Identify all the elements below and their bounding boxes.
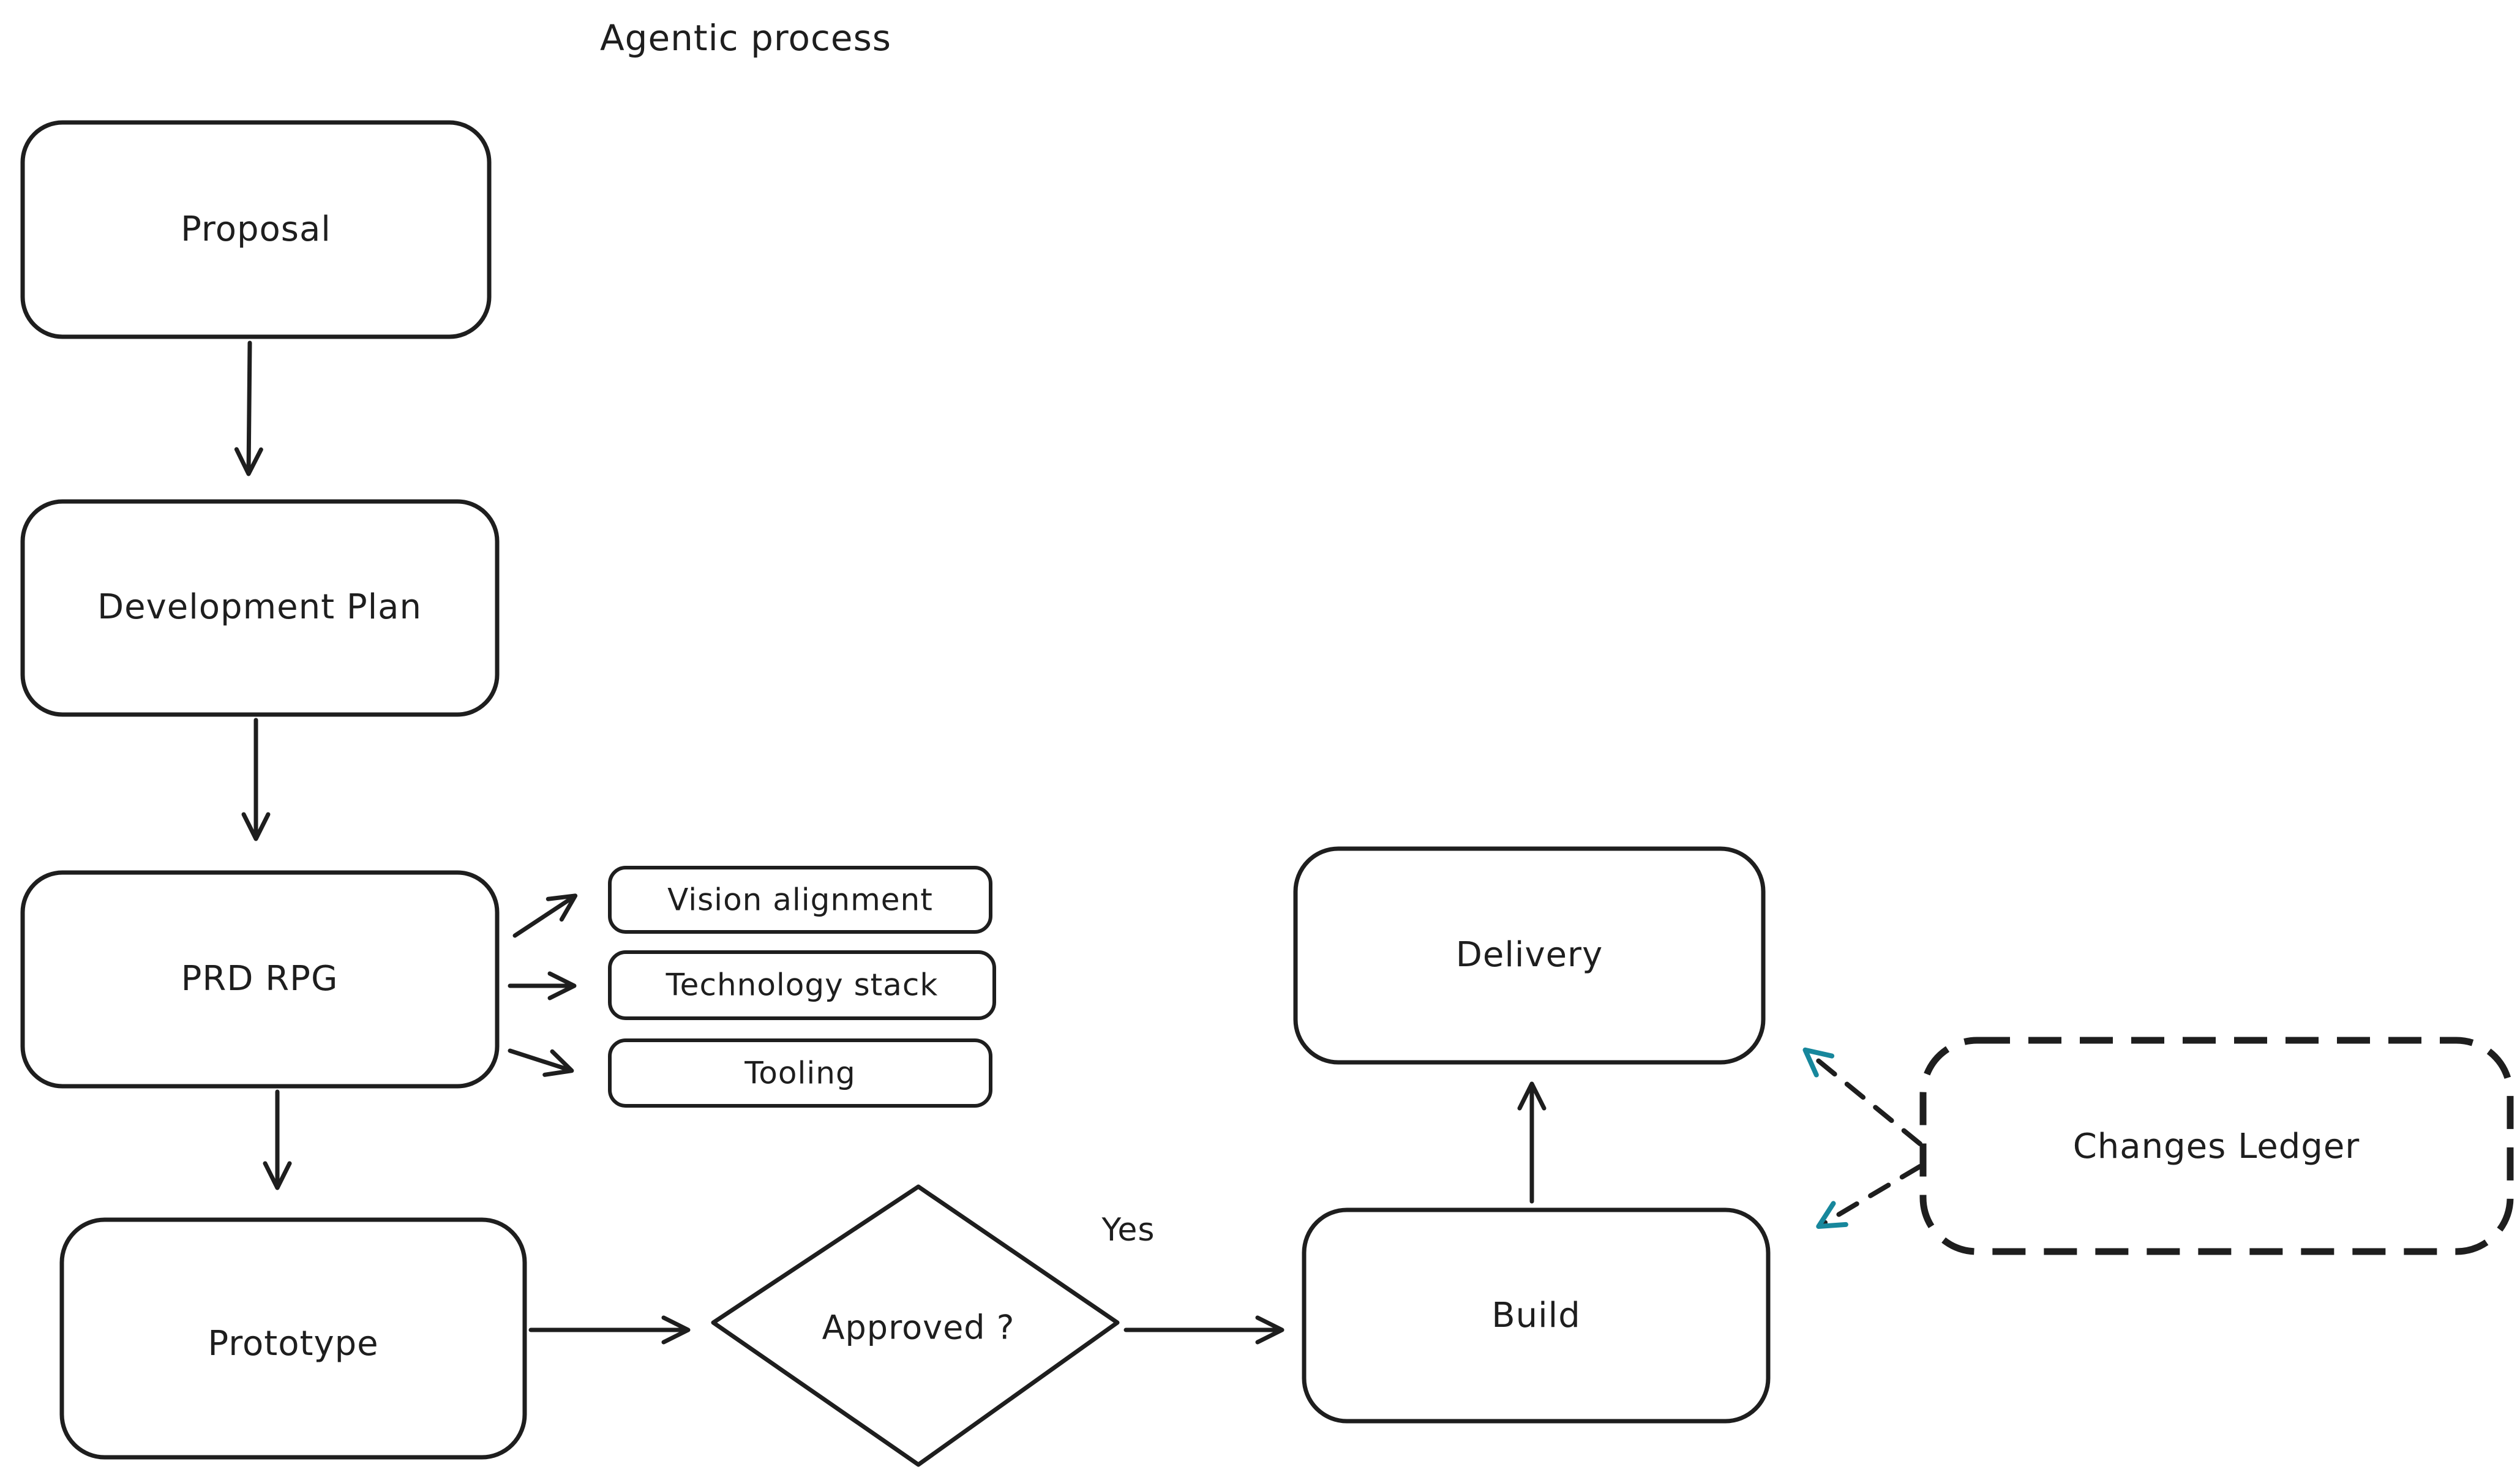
node-proposal[interactable]: Proposal bbox=[20, 120, 492, 339]
tooling-label: Tooling bbox=[744, 1056, 855, 1091]
node-changes-ledger[interactable]: Changes Ledger bbox=[1919, 1037, 2514, 1255]
diagram-title: Agentic process bbox=[600, 17, 891, 59]
node-approved[interactable]: Approved ? bbox=[711, 1184, 1120, 1467]
node-delivery[interactable]: Delivery bbox=[1293, 846, 1766, 1065]
build-box[interactable] bbox=[1302, 1207, 1771, 1424]
vision-alignment-box[interactable] bbox=[608, 866, 992, 934]
arrow-changes-ledger-to-build[interactable] bbox=[1816, 1164, 1922, 1230]
prd-rpg-box[interactable] bbox=[20, 870, 500, 1089]
arrow-prd-rpg-to-vision-alignment[interactable] bbox=[512, 893, 578, 938]
changes-ledger-label: Changes Ledger bbox=[2073, 1127, 2360, 1166]
prd-rpg-label: PRD RPG bbox=[181, 959, 339, 999]
delivery-box[interactable] bbox=[1293, 846, 1766, 1065]
proposal-box[interactable] bbox=[20, 120, 492, 339]
development-plan-box[interactable] bbox=[20, 499, 500, 717]
node-technology-stack[interactable]: Technology stack bbox=[608, 950, 996, 1020]
tooling-box[interactable] bbox=[608, 1038, 992, 1108]
edge-yes-label: Yes bbox=[1101, 1212, 1155, 1248]
technology-stack-label: Technology stack bbox=[666, 967, 939, 1003]
changes-ledger-box[interactable] bbox=[1919, 1037, 2514, 1255]
node-prd-rpg[interactable]: PRD RPG bbox=[20, 870, 500, 1089]
node-build[interactable]: Build bbox=[1302, 1207, 1771, 1424]
prototype-label: Prototype bbox=[208, 1324, 378, 1364]
build-label: Build bbox=[1491, 1296, 1581, 1335]
approved-diamond[interactable] bbox=[711, 1184, 1120, 1467]
prototype-box[interactable] bbox=[59, 1217, 527, 1460]
node-development-plan[interactable]: Development Plan bbox=[20, 499, 500, 717]
arrow-proposal-to-development-plan[interactable] bbox=[234, 340, 263, 476]
node-tooling[interactable]: Tooling bbox=[608, 1038, 992, 1108]
node-prototype[interactable]: Prototype bbox=[59, 1217, 527, 1460]
arrow-prd-rpg-to-tooling[interactable] bbox=[508, 1048, 574, 1077]
development-plan-label: Development Plan bbox=[97, 587, 422, 627]
approved-label: Approved ? bbox=[822, 1308, 1015, 1347]
node-vision-alignment[interactable]: Vision alignment bbox=[608, 866, 992, 934]
delivery-label: Delivery bbox=[1456, 935, 1603, 975]
vision-alignment-label: Vision alignment bbox=[667, 882, 933, 918]
proposal-label: Proposal bbox=[181, 209, 331, 249]
technology-stack-box[interactable] bbox=[608, 950, 996, 1020]
arrow-changes-ledger-to-delivery[interactable] bbox=[1802, 1047, 1922, 1146]
